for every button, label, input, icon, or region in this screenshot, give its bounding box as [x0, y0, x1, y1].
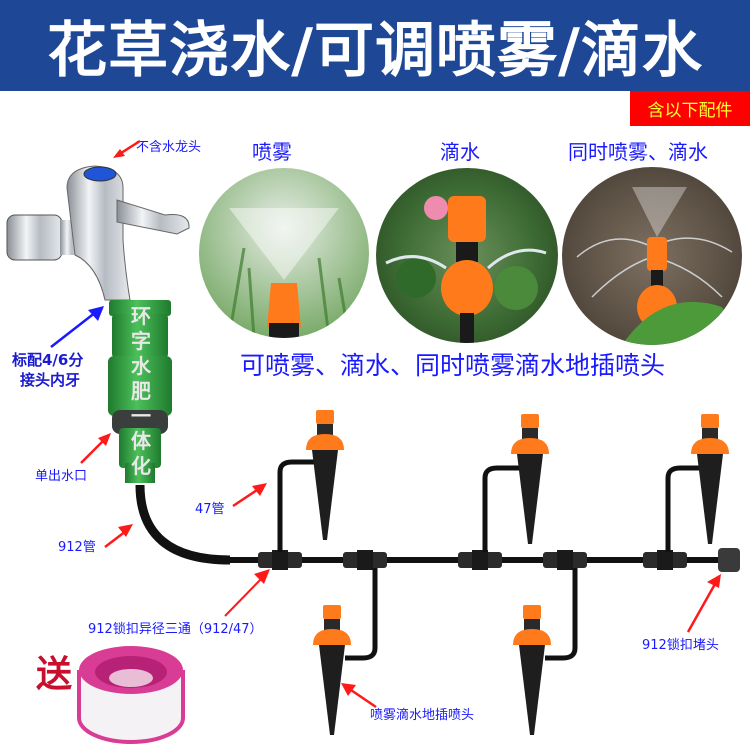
- label-912-pipe: 912管: [58, 540, 96, 555]
- label-reducing-tee: 912锁扣异径三通（912/47）: [88, 622, 263, 637]
- ptfe-tape-icon: [77, 646, 185, 744]
- label-stake-nozzle: 喷雾滴水地插喷头: [370, 708, 475, 723]
- arrow-icon: [232, 483, 267, 508]
- photo-drip: [376, 168, 558, 343]
- label-end-cap: 912锁扣堵头: [642, 638, 719, 653]
- mist-and-drip-nozzle-icon: [576, 187, 742, 345]
- arrow-icon: [224, 569, 270, 617]
- arrow-icon: [113, 139, 141, 158]
- photo-mist-and-drip: [562, 167, 742, 345]
- mist-nozzle-icon: [227, 208, 351, 338]
- arrow-icon: [50, 306, 104, 348]
- hose-connector-image: [108, 300, 172, 483]
- mode-label-mist: 喷雾: [252, 140, 292, 164]
- connector-brand-text: 环 字 水 肥 一 体 化: [131, 304, 151, 478]
- arrow-icon: [341, 683, 377, 709]
- mode-label-both: 同时喷雾、滴水: [568, 140, 708, 164]
- banner-title: 花草浇水/可调喷雾/滴水: [47, 16, 703, 86]
- gift-label: 送: [36, 653, 73, 695]
- title-banner: 花草浇水/可调喷雾/滴水: [0, 0, 750, 91]
- faucet-image: [6, 165, 190, 301]
- label-no-faucet: 不含水龙头: [136, 140, 202, 155]
- label-connector: 标配4/6分 接头内牙: [12, 351, 84, 389]
- accessories-badge: 含以下配件: [630, 91, 750, 126]
- arrow-icon: [104, 524, 133, 548]
- label-single-outlet: 单出水口: [35, 469, 88, 484]
- arrow-icon: [686, 574, 721, 633]
- nozzle-caption: 可喷雾、滴水、同时喷雾滴水地插喷头: [240, 351, 666, 380]
- photo-mist: [199, 168, 369, 338]
- label-47-pipe: 47管: [195, 502, 225, 517]
- arrow-icon: [80, 433, 111, 464]
- pipe-system-diagram: [135, 410, 740, 735]
- mode-label-drip: 滴水: [440, 140, 480, 164]
- drip-nozzle-icon: [385, 196, 547, 343]
